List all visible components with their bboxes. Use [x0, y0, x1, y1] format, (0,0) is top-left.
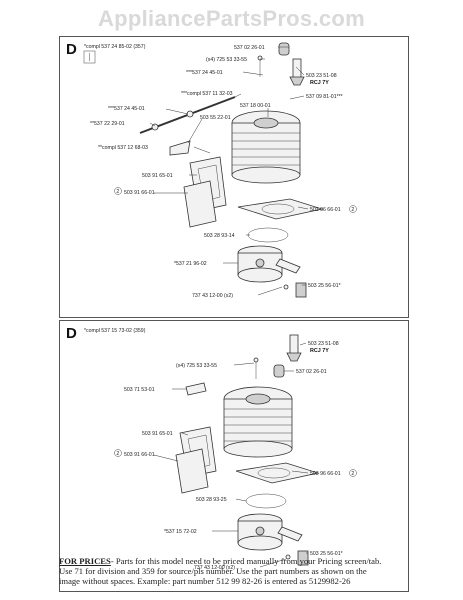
part-label: (x4) 725 53 33-55 [176, 363, 217, 369]
assembly-title: *compl 537 15 73-02 (359) [84, 328, 146, 334]
pricing-line-2: Use 71 for division and 359 for source/p… [59, 566, 367, 576]
pricing-line-3: image without spaces. Example: part numb… [59, 576, 351, 586]
part-label: **compl 537 12 68-03 [98, 145, 148, 151]
gasket-plate-2 [183, 180, 217, 228]
circle-ref-label: 2 [116, 189, 119, 195]
part-label: 737 43 12-00 (x2) [192, 293, 233, 299]
part-label: 503 91 66-01 [124, 452, 155, 458]
part-label: 503 91 65-01 [142, 431, 173, 437]
part-label: 503 28 93-14 [204, 233, 235, 239]
circle-ref-2 [114, 187, 122, 195]
part-label: *537 21 96-02 [174, 261, 207, 267]
part-label: ***537 24 45-01 [186, 70, 223, 76]
part-label: 503 23 51-08 [308, 341, 339, 347]
book-icon [83, 50, 96, 64]
cylinder [223, 386, 293, 458]
circle-ref-label: 2 [351, 207, 354, 213]
decomp-valve [185, 382, 207, 396]
part-label: 537 02 26-01 [234, 45, 265, 51]
cylinder-gasket [235, 462, 320, 484]
decomp-valve [169, 140, 191, 156]
part-label: (x4) 725 53 33-55 [206, 57, 247, 63]
needle-bearing [295, 282, 307, 298]
cylinder [231, 110, 301, 184]
piston-pin [275, 258, 301, 274]
part-label: ***537 24 45-01 [108, 106, 145, 112]
part-label: 503 55 22-01 [200, 115, 231, 121]
pricing-heading: FOR PRICES [59, 556, 111, 566]
needle-bearing [297, 550, 309, 566]
part-label: 537 18 00-01 [240, 103, 271, 109]
assembly-title: *compl 537 24 85-02 (357) [84, 44, 146, 50]
piston-ring [245, 493, 287, 509]
section-letter: D [66, 325, 77, 342]
part-label: ***compl 537 11 32-03 [181, 91, 233, 97]
part-label: 503 28 93-25 [196, 497, 227, 503]
circle-ref-label: 2 [351, 471, 354, 477]
pricing-line-1: - Parts for this model need to be priced… [110, 556, 382, 566]
circle-ref-2 [114, 449, 122, 457]
piston [237, 245, 283, 283]
spark-plug [289, 334, 299, 356]
part-label: 503 71 53-01 [124, 387, 155, 393]
part-label: 503 96 66-01 [310, 207, 341, 213]
exploded-view-357: D *compl 537 24 85-02 (357) [66, 41, 357, 299]
part-label: 503 96 66-01 [310, 471, 341, 477]
part-label: 503 23 51-08 [306, 73, 337, 79]
pricing-note: FOR PRICES- Parts for this model need to… [59, 556, 459, 586]
circle-ref-label: 2 [116, 451, 119, 457]
part-label: 737 43 12-00 (x2) [194, 565, 235, 571]
section-letter: D [66, 41, 77, 58]
part-label: 503 25 56-01* [308, 283, 341, 289]
gasket-plate-2 [175, 448, 209, 494]
part-label: RCJ 7Y [310, 348, 329, 354]
piston-ring [247, 227, 289, 243]
piston [237, 513, 283, 551]
part-label: 537 09 81-01*** [306, 94, 343, 100]
plug-cap [273, 364, 285, 378]
cylinder-gasket [237, 198, 324, 220]
part-label: *537 15 72-02 [164, 529, 197, 535]
piston-pin [277, 526, 303, 542]
spark-plug [292, 58, 302, 80]
exploded-view-359: D *compl 537 15 73-02 (359) [66, 325, 357, 571]
plug-cap [278, 42, 290, 56]
diagram-panel-357: D *compl 537 24 85-02 (357) [59, 36, 409, 318]
part-label: RCJ 7Y [310, 80, 329, 86]
part-label: 503 91 65-01 [142, 173, 173, 179]
part-label: 503 91 66-01 [124, 190, 155, 196]
diagram-panel-359: D *compl 537 15 73-02 (359) [59, 320, 409, 592]
part-label: 537 02 26-01 [296, 369, 327, 375]
watermark: AppliancePartsPros.com [97, 6, 366, 31]
part-label: **537 22 29-01 [90, 121, 125, 127]
part-label: 503 25 56-01* [310, 551, 343, 557]
